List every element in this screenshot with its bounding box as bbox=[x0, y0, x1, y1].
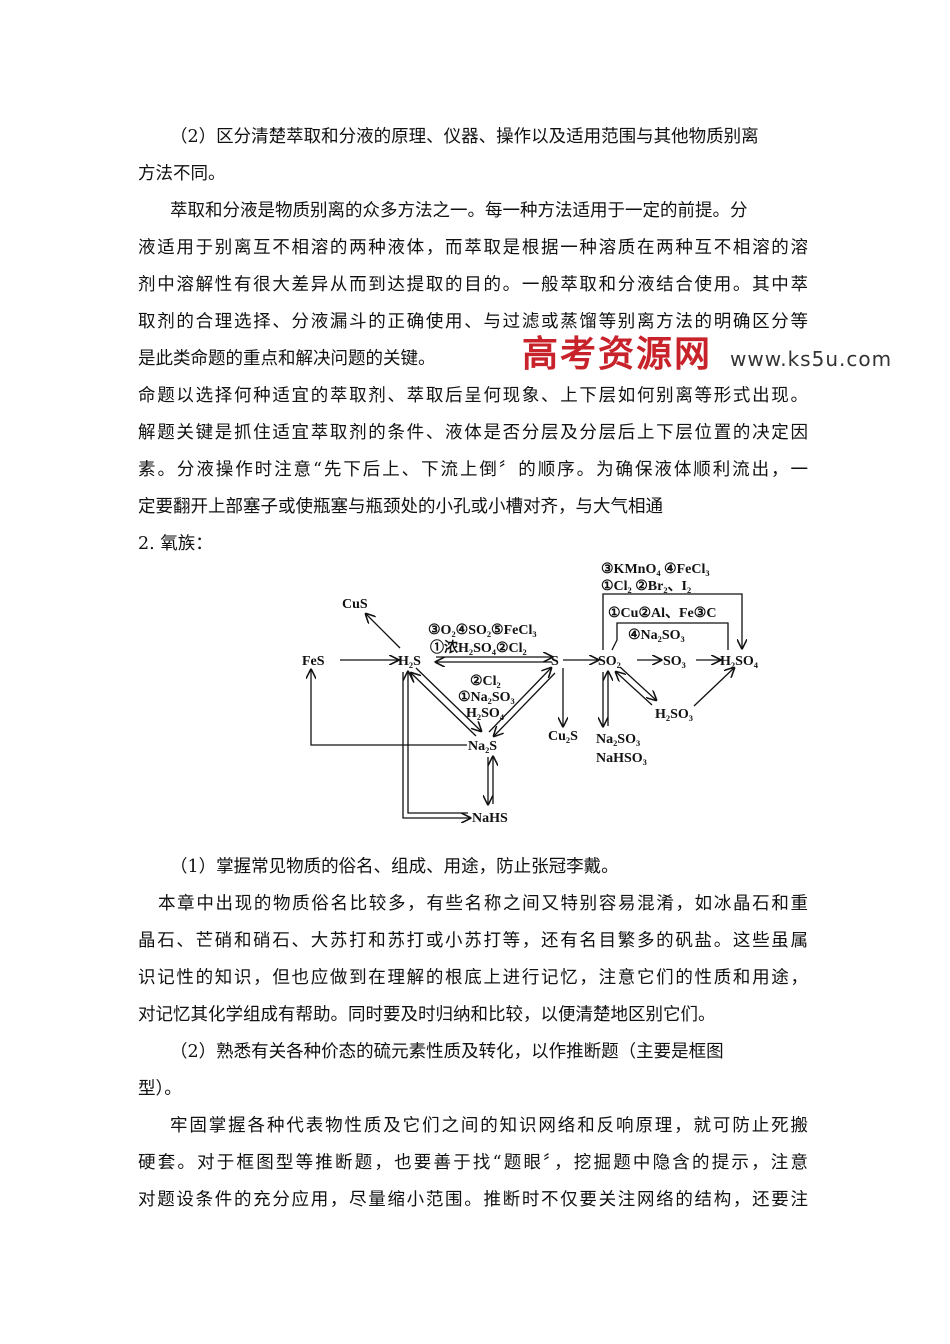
text-line: 萃取和分液是物质别离的众多方法之一。每一种方法适用于一定的前提。分 bbox=[170, 201, 748, 221]
text-line: 牢固掌握各种代表物性质及它们之间的知识网络和反响原理，就可防止死搬 bbox=[170, 1116, 808, 1136]
text-line: （2）区分清楚萃取和分液的原理、仪器、操作以及适用范围与其他物质别离 bbox=[170, 127, 759, 147]
label-h2s-s-bottom: ①浓H₂SO₄②Cl₂ bbox=[430, 639, 527, 656]
arrow-na2s-s bbox=[488, 668, 551, 733]
node-s: S bbox=[551, 654, 559, 669]
text-line: 是此类命题的重点和解决问题的关键。 bbox=[138, 349, 436, 369]
text-line: 命题以选择何种适宜的萃取剂、萃取后呈何现象、上下层如何别离等形式出现。 bbox=[138, 386, 808, 406]
label-na2s-s-3: H₂SO₄ bbox=[466, 706, 505, 721]
text-line: 方法不同。 bbox=[138, 164, 226, 184]
node-fes: FeS bbox=[302, 654, 325, 669]
node-so3: SO₃ bbox=[663, 654, 686, 669]
label-na2s-s-2: ①Na₂SO₃ bbox=[458, 690, 515, 705]
label-na2s-s-1: ②Cl₂ bbox=[470, 674, 501, 689]
arrow-nahs-h2s bbox=[408, 672, 468, 814]
text-line: 型）。 bbox=[138, 1079, 182, 1099]
arrow-h2so3-so2 bbox=[616, 672, 653, 706]
text-line: 素。分液操作时注意“先下后上、下流上倒〞的顺序。为确保液体顺利流出，一 bbox=[138, 460, 808, 480]
text-line: 剂中溶解性有很大差异从而到达提取的目的。一般萃取和分液结合使用。其中萃 bbox=[138, 275, 808, 295]
arrow-so2-h2so3 bbox=[619, 666, 656, 700]
diagram-labels: ③O₂④SO₂⑤FeCl₃ ①浓H₂SO₄②Cl₂ ②Cl₂ ①Na₂SO₃ H… bbox=[428, 562, 716, 721]
label-inner-2: ④Na₂SO₃ bbox=[628, 628, 685, 643]
text-line: 定要翻开上部塞子或使瓶塞与瓶颈处的小孔或小槽对齐，与大气相通 bbox=[138, 497, 663, 517]
node-so2: SO₂ bbox=[598, 654, 621, 669]
label-outer-2: ①Cl₂ ②Br₂、I₂ bbox=[601, 579, 691, 594]
arrow-h2so4-so2-inner bbox=[611, 622, 729, 651]
node-na2s: Na₂S bbox=[468, 739, 497, 754]
arrow-s-na2s bbox=[494, 672, 556, 736]
text-line: 对题设条件的充分应用，尽量缩小范围。推断时不仅要关注网络的结构，还要注 bbox=[138, 1190, 808, 1210]
text-line: （2）熟悉有关各种价态的硫元素性质及转化，以作推断题（主要是框图 bbox=[170, 1042, 724, 1062]
node-cus: CuS bbox=[342, 597, 368, 612]
node-nahs: NaHS bbox=[472, 811, 508, 826]
text-line: 对记忆其化学组成有帮助。同时要及时归纳和比较，以便清楚地区别它们。 bbox=[138, 1005, 716, 1025]
label-outer-1: ③KMnO₄ ④FeCl₃ bbox=[601, 562, 710, 577]
label-h2s-s-top: ③O₂④SO₂⑤FeCl₃ bbox=[428, 623, 537, 638]
text-line: 晶石、芒硝和硝石、大苏打和苏打或小苏打等，还有名目繁多的矾盐。这些虽属 bbox=[138, 931, 808, 951]
text-line: 硬套。对于框图型等推断题，也要善于找“题眼〞，挖掘题中隐含的提示，注意 bbox=[138, 1153, 808, 1173]
diagram-arrows bbox=[311, 593, 742, 818]
text-line: （1）掌握常见物质的俗名、组成、用途，防止张冠李戴。 bbox=[170, 857, 619, 877]
arrow-h2s-cus bbox=[366, 614, 401, 649]
label-inner-1: ①Cu②Al、Fe③C bbox=[608, 606, 716, 621]
arrow-na2s-fes bbox=[311, 670, 467, 746]
watermark-url: www.ks5u.com bbox=[730, 347, 893, 371]
arrow-h2s-nahs bbox=[402, 672, 470, 818]
arrow-na2s-h2s bbox=[411, 673, 477, 737]
text-line: 液适用于别离互不相溶的两种液体，而萃取是根据一种溶质在两种互不相溶的溶 bbox=[138, 238, 808, 258]
text-line: 识记性的知识，但也应做到在理解的根底上进行记忆，注意它们的性质和用途， bbox=[138, 968, 808, 988]
node-h2so3: H₂SO₃ bbox=[655, 707, 693, 722]
node-cu2s: Cu₂S bbox=[548, 729, 578, 744]
node-na2so3: Na₂SO₃ bbox=[596, 732, 640, 747]
arrow-so2-h2so4-outer bbox=[602, 593, 742, 650]
text-line: 解题关键是抓住适宜萃取剂的条件、液体是否分层及分层后上下层位置的决定因 bbox=[138, 423, 808, 443]
node-h2so4: H₂SO₄ bbox=[720, 654, 759, 669]
diagram-nodes: FeS H₂S CuS S SO₂ SO₃ H₂SO₄ Na₂S NaHS Cu… bbox=[302, 597, 759, 826]
node-h2s: H₂S bbox=[398, 654, 421, 669]
watermark-logo: 高考资源网 bbox=[522, 333, 713, 375]
arrow-h2s-na2s bbox=[415, 667, 481, 731]
arrow-h2so3-h2so4 bbox=[693, 668, 734, 707]
text-line: 本章中出现的物质俗名比较多，有些名称之间又特别容易混淆，如冰晶石和重 bbox=[158, 894, 808, 914]
node-nahso3: NaHSO₃ bbox=[596, 751, 647, 766]
section-heading: 2. 氧族： bbox=[138, 534, 213, 554]
text-line: 取剂的合理选择、分液漏斗的正确使用、与过滤或蒸馏等别离方法的明确区分等 bbox=[138, 312, 808, 332]
